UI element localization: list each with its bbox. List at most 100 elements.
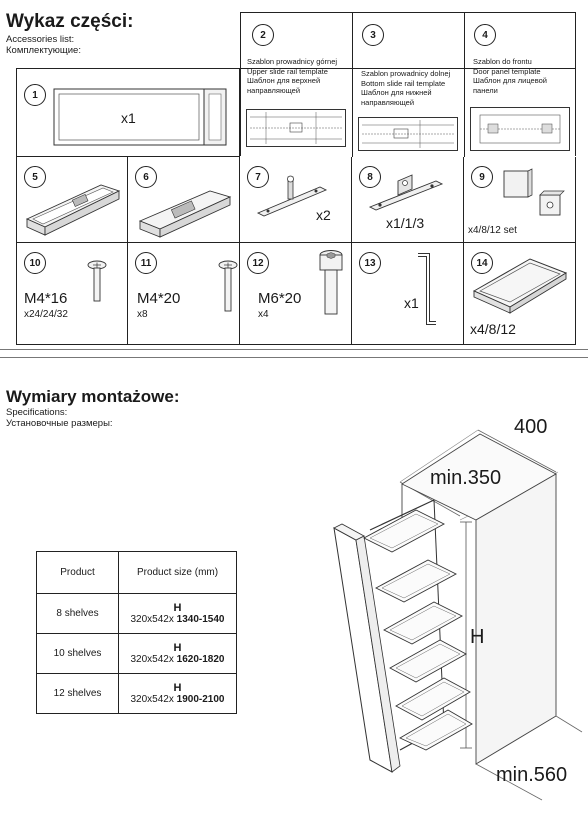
part-11-quantity: x8 [137,309,148,320]
parts-subtitle-ru: Комплектующие: [6,45,81,56]
part-number-badge: 5 [24,166,46,188]
depth-dimension-label: 400 [514,416,548,438]
section-divider [0,349,588,350]
part-number-badge: 13 [359,252,381,274]
parts-title: Wykaz części: [6,11,134,32]
template-cells-frame [240,12,576,157]
template-text-ru-1: Шаблон для лицевой [473,76,547,86]
rail-connector-drawing [256,175,328,217]
upper-rail-template-drawing [246,109,346,147]
part-quantity: x1 [121,110,136,126]
part-11-cell: 11 [128,243,240,345]
template-text-en: Upper slide rail template [247,66,328,76]
part-number-badge: 4 [474,24,496,46]
bottom-rail-template-drawing [358,117,458,151]
size-cell: H 320x542x 1340-1540 [118,593,237,634]
part-9-cell: 9 x4/8/12 set [464,157,576,243]
part-number-badge: 12 [247,252,269,274]
part-10-cell: 10 [16,243,128,345]
wire-basket-shelf-drawing [472,258,568,314]
table-header-size: Product size (mm) [118,551,237,594]
part-1-cell: 1 x1 [16,69,240,157]
part-number-badge: 6 [135,166,157,188]
bracket-drawing [368,174,444,211]
part-6-cell: 6 [128,157,240,243]
dimensions-title: Wymiary montażowe: [6,387,180,406]
template-text-pl: Szablon prowadnicy górnej [247,57,338,66]
product-cell: 12 shelves [36,673,119,714]
template-text-en: Bottom slide rail template [361,78,446,88]
part-number-badge: 3 [362,24,384,46]
template-text-ru-1: Шаблон для верхней [247,76,321,86]
part-8-cell: 8 x1/1/3 [352,157,464,243]
size-range: 1900-2100 [176,693,225,705]
part-13-cell: 13 x1 [352,243,464,345]
size-prefix: 320x542x [130,693,177,705]
part-3-cell: 3 Szablon prowadnicy dolnej Bottom slide… [352,12,464,156]
part-number-badge: 9 [471,166,493,188]
part-14-cell: 14 x4/8/12 [464,243,576,345]
template-text-ru-1: Шаблон для нижней [361,88,432,98]
size-prefix: 320x542x [130,613,177,625]
door-panel-template-drawing [470,107,570,151]
size-range: 1340-1540 [176,613,225,625]
hex-key-drawing [418,253,436,325]
part-number-badge: 14 [471,252,493,274]
template-text-ru-2: панели [473,85,498,95]
dimensions-subtitle-en: Specifications: [6,407,68,418]
part-quantity: x1/1/3 [386,215,425,231]
height-symbol: H [173,641,182,654]
part-2-cell: 2 Szablon prowadnicy górnej Upper slide … [240,12,352,156]
screw-m4x20-drawing [218,260,238,312]
template-text-pl: Szablon do frontu [473,57,532,66]
part-quantity: x2 [316,207,331,223]
end-cap-set-drawing [503,168,565,216]
product-size-table: Product Product size (mm) 8 shelves H 32… [36,551,237,714]
template-text-pl: Szablon prowadnicy dolnej [361,69,451,78]
section-divider [0,357,588,358]
part-number-badge: 8 [359,166,381,188]
part-12-quantity: x4 [258,309,269,320]
upper-slide-rail-drawing [25,184,121,236]
bolt-m6x20-drawing [319,250,343,315]
drawer-pan-drawing [53,88,227,146]
part-number-badge: 7 [247,166,269,188]
table-row: 8 shelves H 320x542x 1340-1540 [36,593,237,634]
min-width-dimension-label: min.350 [430,467,502,489]
part-4-cell: 4 Szablon do frontu Door panel template … [464,12,576,156]
height-symbol: H [173,681,182,694]
part-10-spec: M4*16 [24,290,68,307]
part-11-spec: M4*20 [137,290,181,307]
part-quantity: x1 [404,295,419,311]
part-7-cell: 7 x2 [240,157,352,243]
table-header-product: Product [36,551,119,594]
size-cell: H 320x542x 1620-1820 [118,633,237,674]
part-12-cell: 12 [240,243,352,345]
size-range: 1620-1820 [176,653,225,665]
part-12-spec: M6*20 [258,290,302,307]
size-prefix: 320x542x [130,653,177,665]
part-10-quantity: x24/24/32 [24,309,68,320]
table-row: 12 shelves H 320x542x 1900-2100 [36,673,237,714]
part-number-badge: 11 [135,252,157,274]
parts-subtitle-en: Accessories list: [6,34,75,45]
part-number-badge: 2 [252,24,274,46]
pullout-cabinet-drawing [333,429,583,801]
product-cell: 10 shelves [36,633,119,674]
size-cell: H 320x542x 1900-2100 [118,673,237,714]
template-text-ru-2: направляющей [247,85,301,95]
parts-grid: 1 x1 5 6 7 [16,68,576,345]
part-quantity: x4/8/12 [470,321,516,337]
part-number-badge: 1 [24,84,46,106]
template-text-en: Door panel template [473,66,541,76]
table-row: 10 shelves H 320x542x 1620-1820 [36,633,237,674]
part-5-cell: 5 [16,157,128,243]
bottom-slide-rail-drawing [138,190,232,238]
template-text-ru-2: направляющей [361,97,415,107]
height-symbol: H [173,601,182,614]
dimensions-subtitle-ru: Установочные размеры: [6,418,113,429]
part-number-badge: 10 [24,252,46,274]
product-cell: 8 shelves [36,593,119,634]
min-depth-dimension-label: min.560 [496,764,568,786]
part-quantity: x4/8/12 set [468,225,517,236]
